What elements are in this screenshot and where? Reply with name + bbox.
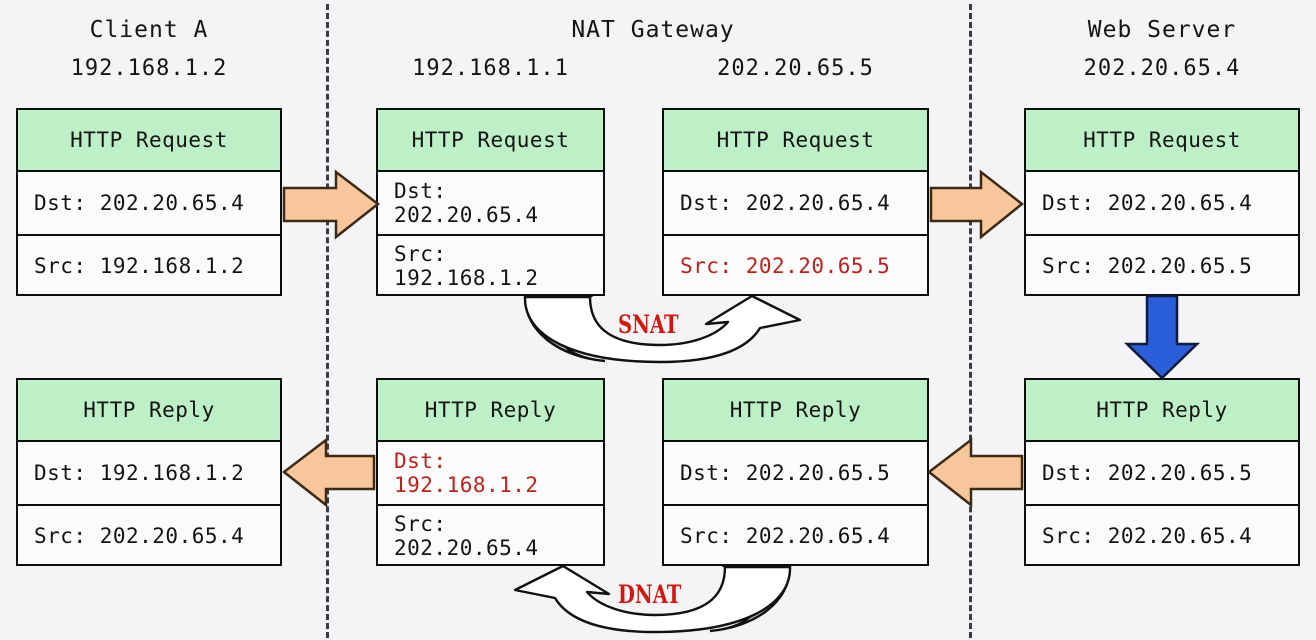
packet-header: HTTP Request	[1026, 110, 1298, 172]
network-divider-left	[326, 4, 329, 638]
packet-src-field: Src: 202.20.65.4	[1026, 504, 1298, 566]
packet-header: HTTP Reply	[18, 380, 280, 442]
column-title-client: Client A	[89, 17, 209, 43]
flow-arrow-reply-nat-to-client	[281, 437, 376, 508]
packet-src-field: Src: 202.20.65.4	[664, 504, 927, 566]
packet-dst-field: Dst: 202.20.65.4	[34, 191, 245, 215]
packet-dst-field: Dst: 202.20.65.5	[1042, 461, 1253, 485]
packet-src-field: Src: 202.20.65.4	[378, 504, 603, 566]
column-title-server: Web Server	[1087, 17, 1237, 43]
dnat-label: DNAT	[618, 580, 682, 609]
packet-box-server-reply: HTTP Reply Dst: 202.20.65.5 Src: 202.20.…	[1024, 378, 1300, 566]
packet-src-field: Src: 202.20.65.4	[18, 504, 280, 566]
flow-arrow-request-client-to-nat	[282, 169, 381, 240]
flow-arrow-request-nat-to-server	[929, 169, 1025, 240]
dnat-curved-arrow	[513, 564, 792, 634]
packet-src-field: Src: 192.168.1.2	[378, 234, 603, 296]
packet-dst-field: Dst: 202.20.65.4	[680, 191, 891, 215]
packet-dst-field: Dst: 202.20.65.4	[394, 179, 539, 227]
packet-src-field: Src: 192.168.1.2	[18, 234, 280, 296]
packet-header: HTTP Request	[378, 110, 603, 172]
packet-box-nat-inside-reply: HTTP Reply Dst: 192.168.1.2 Src: 202.20.…	[376, 378, 605, 566]
network-divider-right	[969, 4, 972, 638]
packet-box-server-request: HTTP Request Dst: 202.20.65.4 Src: 202.2…	[1024, 108, 1300, 296]
packet-header: HTTP Request	[18, 110, 280, 172]
column-address-client: 192.168.1.2	[70, 56, 228, 81]
column-title-nat: NAT Gateway	[571, 17, 735, 43]
flow-arrow-reply-server-to-nat	[926, 437, 1024, 508]
packet-header: HTTP Request	[664, 110, 927, 172]
column-address-nat-inside: 192.168.1.1	[412, 56, 569, 81]
column-address-server: 202.20.65.4	[1083, 56, 1241, 81]
packet-dst-field: Dst: 192.168.1.2	[34, 461, 245, 485]
packet-src-field: Src: 202.20.65.5	[1026, 234, 1298, 296]
packet-dst-field: Dst: 202.20.65.5	[680, 461, 891, 485]
packet-header: HTTP Reply	[1026, 380, 1298, 442]
packet-box-nat-inside-request: HTTP Request Dst: 202.20.65.4 Src: 192.1…	[376, 108, 605, 296]
packet-src-field-highlighted: Src: 202.20.65.5	[664, 234, 927, 296]
column-address-nat-outside: 202.20.65.5	[717, 56, 874, 81]
packet-box-client-reply: HTTP Reply Dst: 192.168.1.2 Src: 202.20.…	[16, 378, 282, 566]
snat-label: SNAT	[618, 310, 679, 339]
packet-box-nat-outside-reply: HTTP Reply Dst: 202.20.65.5 Src: 202.20.…	[662, 378, 929, 566]
snat-arrow-body	[523, 294, 802, 364]
server-processing-arrow	[1123, 294, 1201, 380]
snat-curved-arrow	[523, 294, 802, 364]
packet-dst-field: Dst: 202.20.65.4	[1042, 191, 1253, 215]
packet-header: HTTP Reply	[378, 380, 603, 442]
packet-dst-field-highlighted: Dst: 192.168.1.2	[394, 449, 539, 497]
packet-box-client-request: HTTP Request Dst: 202.20.65.4 Src: 192.1…	[16, 108, 282, 296]
dnat-arrow-body	[513, 564, 792, 634]
packet-box-nat-outside-request: HTTP Request Dst: 202.20.65.4 Src: 202.2…	[662, 108, 929, 296]
packet-header: HTTP Reply	[664, 380, 927, 442]
